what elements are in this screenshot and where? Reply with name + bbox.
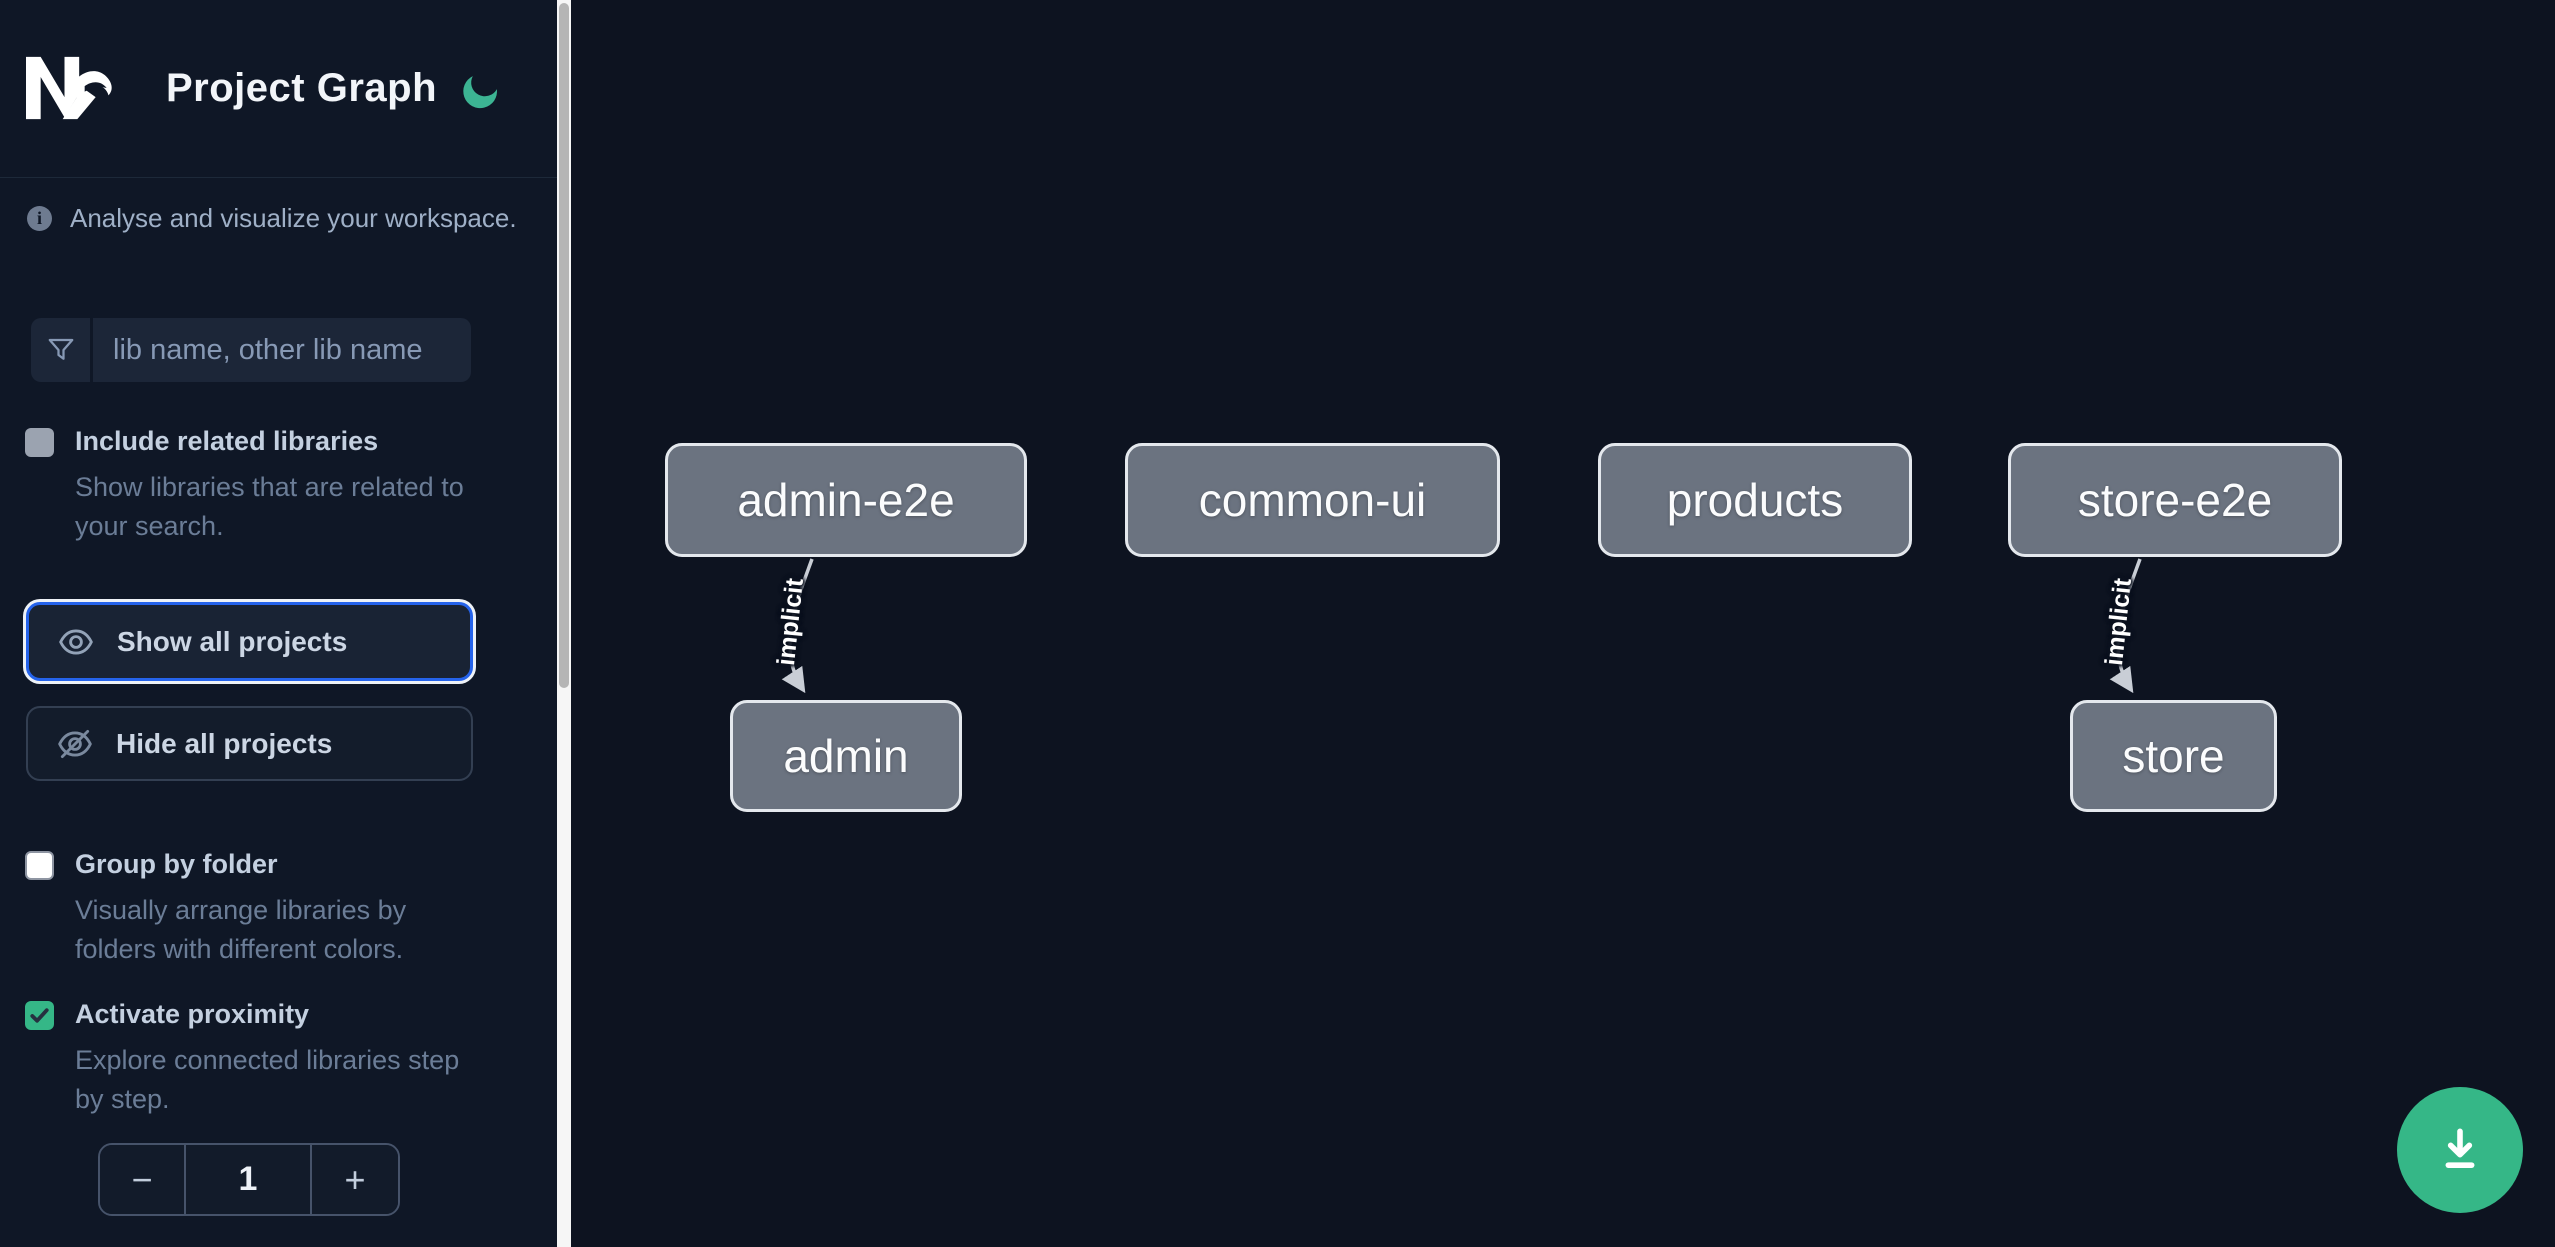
depth-value: 1: [186, 1145, 310, 1214]
group-by-folder-checkbox[interactable]: [25, 851, 54, 880]
moon-icon[interactable]: [459, 68, 503, 112]
option-description: Explore connected libraries step by step…: [75, 1045, 460, 1114]
increment-button[interactable]: +: [310, 1145, 398, 1214]
button-label: Show all projects: [117, 625, 348, 657]
button-label: Hide all projects: [116, 727, 333, 759]
tagline-row: i Analyse and visualize your workspace.: [27, 203, 517, 234]
filter-box: [31, 318, 471, 382]
graph-node-products[interactable]: products: [1598, 443, 1912, 557]
show-all-projects-button[interactable]: Show all projects: [26, 602, 473, 681]
graph-node-admin-e2e[interactable]: admin-e2e: [665, 443, 1027, 557]
graph-node-store-e2e[interactable]: store-e2e: [2008, 443, 2342, 557]
filter-funnel-icon: [31, 318, 93, 382]
nx-logo-icon: [26, 56, 112, 120]
proximity-depth-stepper: − 1 +: [98, 1143, 400, 1216]
info-icon: i: [27, 206, 52, 231]
checkmark-icon: [30, 1008, 49, 1023]
option-description: Show libraries that are related to your …: [75, 472, 464, 541]
option-label: Group by folder: [75, 849, 278, 879]
graph-node-admin[interactable]: admin: [730, 700, 962, 812]
activate-proximity-checkbox[interactable]: [25, 1001, 54, 1030]
graph-canvas[interactable]: [571, 0, 2555, 1247]
tagline-text: Analyse and visualize your workspace.: [70, 203, 517, 233]
include-related-checkbox[interactable]: [25, 428, 54, 457]
eye-icon: [59, 628, 93, 655]
eye-off-icon: [58, 729, 92, 758]
graph-node-store[interactable]: store: [2070, 700, 2277, 812]
download-image-button[interactable]: [2397, 1087, 2523, 1213]
option-label: Activate proximity: [75, 999, 310, 1029]
option-description: Visually arrange libraries by folders wi…: [75, 895, 407, 964]
sidebar: Project Graph i Analyse and visualize yo…: [0, 0, 557, 1247]
sidebar-header: Project Graph: [0, 0, 557, 178]
scrollbar-thumb[interactable]: [559, 3, 569, 688]
download-icon: [2445, 1128, 2475, 1168]
hide-all-projects-button[interactable]: Hide all projects: [26, 706, 473, 781]
filter-input[interactable]: [93, 318, 471, 382]
page-title: Project Graph: [166, 66, 438, 110]
graph-node-common-ui[interactable]: common-ui: [1125, 443, 1500, 557]
decrement-button[interactable]: −: [100, 1145, 186, 1214]
sidebar-scrollbar[interactable]: [557, 0, 571, 1247]
option-label: Include related libraries: [75, 426, 379, 456]
